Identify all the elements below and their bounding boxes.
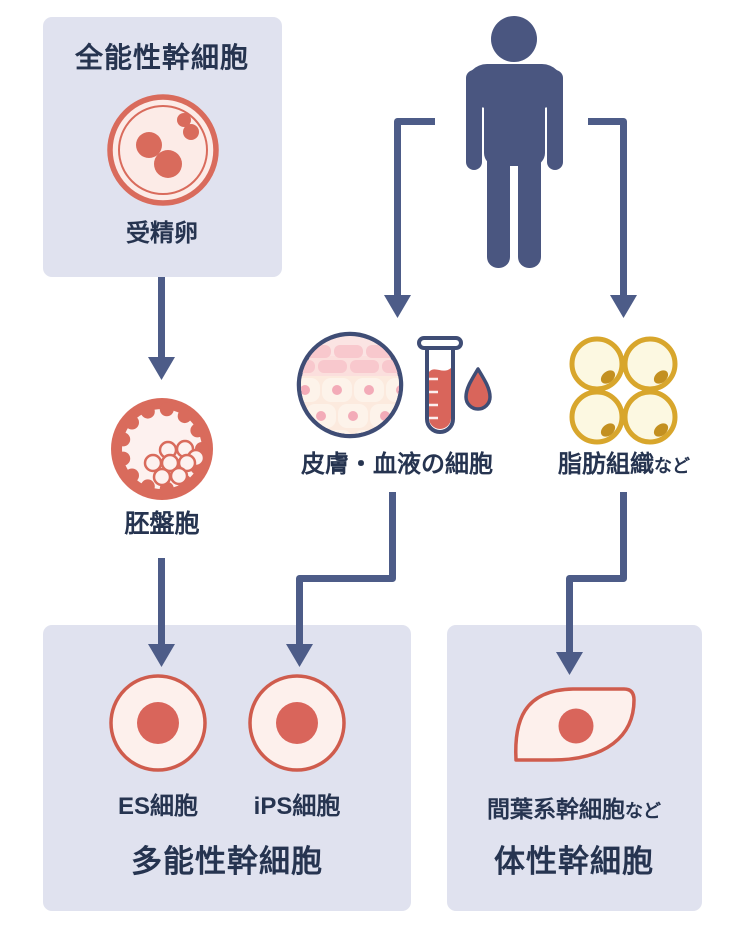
pluripotent-box [43, 625, 411, 911]
blood-drop-icon [464, 367, 492, 411]
ips-cell-label: iPS細胞 [253, 793, 341, 820]
pluripotent-title: 多能性幹細胞 [131, 844, 323, 879]
fat-tissue-label-main: 脂肪組織 [558, 451, 654, 478]
fat-tissue-label: 脂肪組織など [558, 453, 690, 477]
es-cell-label: ES細胞 [117, 793, 199, 820]
es-cell-icon [109, 674, 207, 772]
blastocyst-label: 胚盤胞 [124, 510, 200, 538]
fertilized-egg-label: 受精卵 [126, 220, 198, 247]
arrow-down-icon [158, 118, 627, 656]
mesenchymal-cell-label-suffix: など [625, 801, 661, 821]
somatic-box [447, 625, 702, 911]
blastocyst-icon [111, 398, 213, 500]
fat-tissue-icon [569, 336, 678, 445]
somatic-title: 体性幹細胞 [494, 844, 654, 879]
arrow-head-icon [148, 295, 637, 675]
skin-blood-label: 皮膚・血液の細胞 [301, 451, 493, 478]
mesenchymal-cell-label: 間葉系幹細胞など [487, 798, 661, 821]
totipotent-title: 全能性幹細胞 [74, 42, 250, 73]
mesenchymal-cell-icon [513, 687, 636, 762]
human-silhouette-icon [466, 16, 563, 268]
mesenchymal-cell-label-main: 間葉系幹細胞 [487, 796, 625, 822]
fat-tissue-label-suffix: など [654, 456, 690, 476]
fertilized-egg-icon [107, 94, 219, 206]
skin-cells-icon [296, 331, 404, 439]
test-tube-icon [417, 336, 463, 434]
ips-cell-icon [248, 674, 346, 772]
